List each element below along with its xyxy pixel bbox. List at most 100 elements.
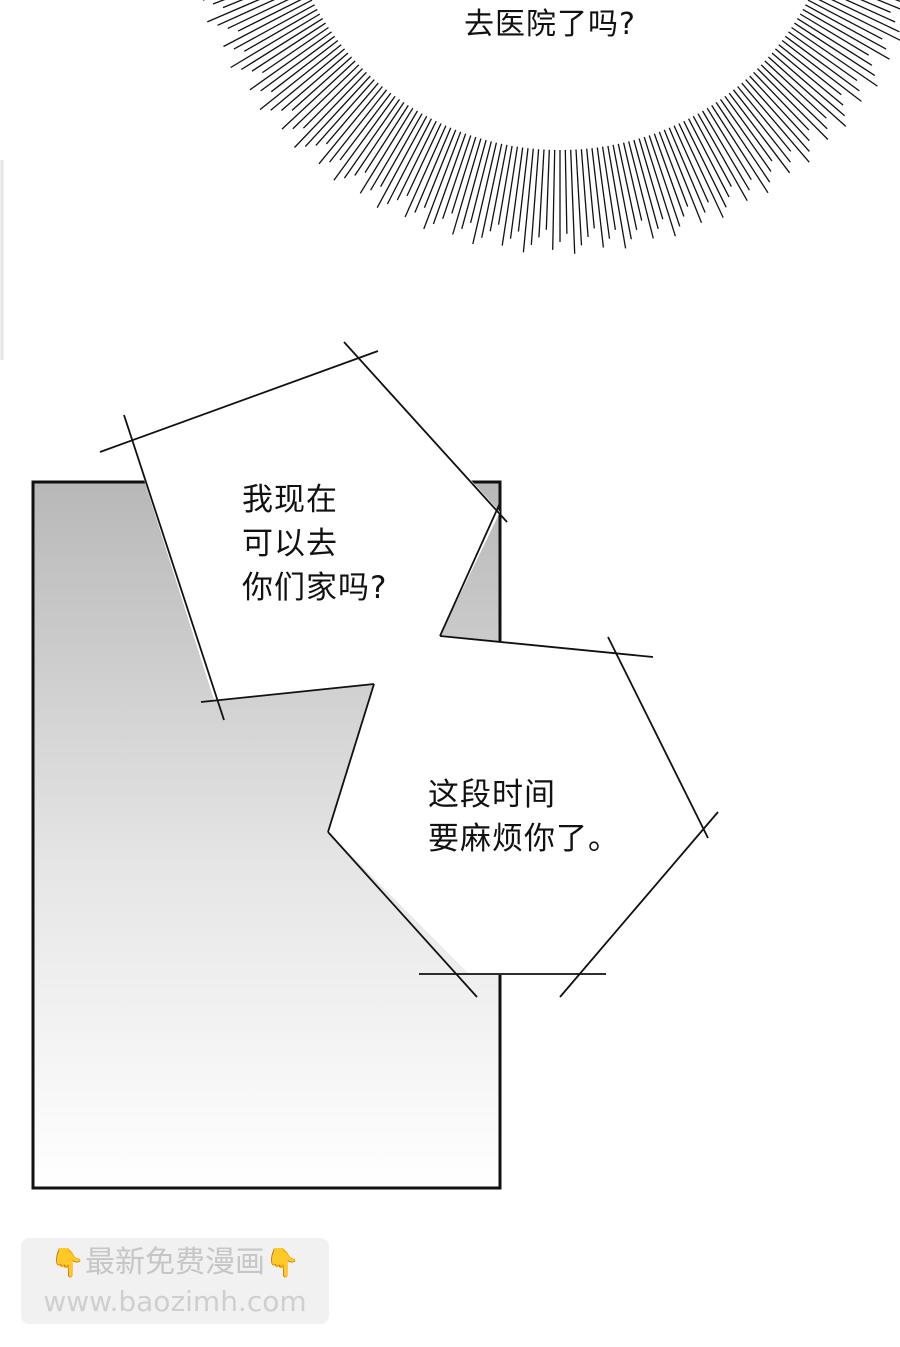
burst-line [451,136,477,214]
burst-line [240,18,324,71]
burst-line [860,0,891,13]
burst-line [601,146,617,230]
burst-line [741,82,810,163]
burst-line [233,4,315,50]
burst-line [876,0,900,10]
burst-line [688,118,730,198]
burst-line [260,35,336,92]
burst-line [469,141,492,224]
burst-line [270,48,346,111]
burst-line [315,79,375,146]
burst-line [749,75,810,142]
burst-line [217,0,276,26]
burst-line [818,0,900,41]
burst-line [591,148,605,248]
burst-line [794,22,876,77]
burst-line [778,44,842,96]
burst-line [767,56,847,127]
speech-bubble-middle [132,358,710,975]
burst-line [354,102,405,176]
burst-line [692,115,732,187]
speech-text-middle: 我现在 可以去 你们家吗? [242,482,388,606]
watermark-url[interactable]: www.baozimh.com [43,1285,307,1318]
burst-line [781,39,862,102]
burst-line [728,92,791,174]
burst-line [831,0,900,33]
burst-line [333,95,396,181]
burst-line [732,89,791,163]
burst-line [753,71,810,131]
burst-line [452,138,482,235]
burst-line [673,125,709,203]
burst-line [329,89,388,163]
burst-line [423,129,457,209]
watermark-title: 最新免费漫画 [85,1245,265,1280]
burst-line [386,118,432,205]
burst-line [259,44,342,111]
burst-bubble [202,0,900,254]
burst-line [711,105,769,194]
burst-line [702,110,750,191]
burst-line [764,60,827,119]
burst-line [788,31,858,82]
burst-line [489,144,508,232]
burst-line [270,39,339,93]
burst-line [251,22,326,72]
pointing-down-icon: 👇 [50,1246,85,1279]
burst-line [648,135,681,227]
burst-line [376,115,428,209]
burst-line [784,35,860,92]
burst-line [207,0,260,23]
burst-line [442,135,472,220]
burst-line [522,148,534,253]
burst-line [281,60,356,130]
burst-line [318,86,383,165]
burst-line [472,142,498,245]
burst-line [799,13,870,56]
burst-line [653,133,685,217]
burst-line [237,0,302,32]
burst-line [612,144,632,240]
burst-line [461,139,487,229]
speech-text-bottom: 这段时间 要麻烦你了。 [428,777,620,857]
burst-line [497,145,513,225]
burst-line [715,102,771,183]
burst-line [844,0,896,23]
burst-line [760,64,828,130]
burst-line [638,138,664,220]
burst-line [756,68,829,140]
burst-line [807,0,883,40]
burst-line [596,147,611,239]
burst-line [663,129,703,223]
burst-line [683,120,727,208]
burst-line [575,149,583,246]
burst-line [517,148,529,232]
watermark-banner[interactable]: 👇最新免费漫画👇 www.baozimh.com [21,1238,329,1324]
burst-line [414,127,452,213]
burst-line [304,75,371,148]
burst-line [724,95,773,162]
burst-line [791,26,878,87]
burst-line [481,143,503,238]
burst-line [423,131,462,230]
burst-line [404,125,447,218]
burst-line [291,56,353,111]
burst-line [706,107,752,181]
burst-line [796,18,873,66]
burst-line [658,131,689,207]
burst-line [622,142,643,221]
burst-line [262,26,329,74]
pointing-down-icon: 👇 [265,1246,300,1279]
burst-line [564,149,568,234]
burst-line [552,149,556,250]
speech-text-top: 去医院了吗? [464,7,636,42]
burst-line [607,145,627,249]
burst-line [774,48,844,106]
burst-line [745,79,810,152]
burst-line [580,149,589,237]
burst-line [628,141,654,239]
burst-line [222,0,244,9]
burst-line [771,52,846,117]
burst-line [339,92,392,161]
